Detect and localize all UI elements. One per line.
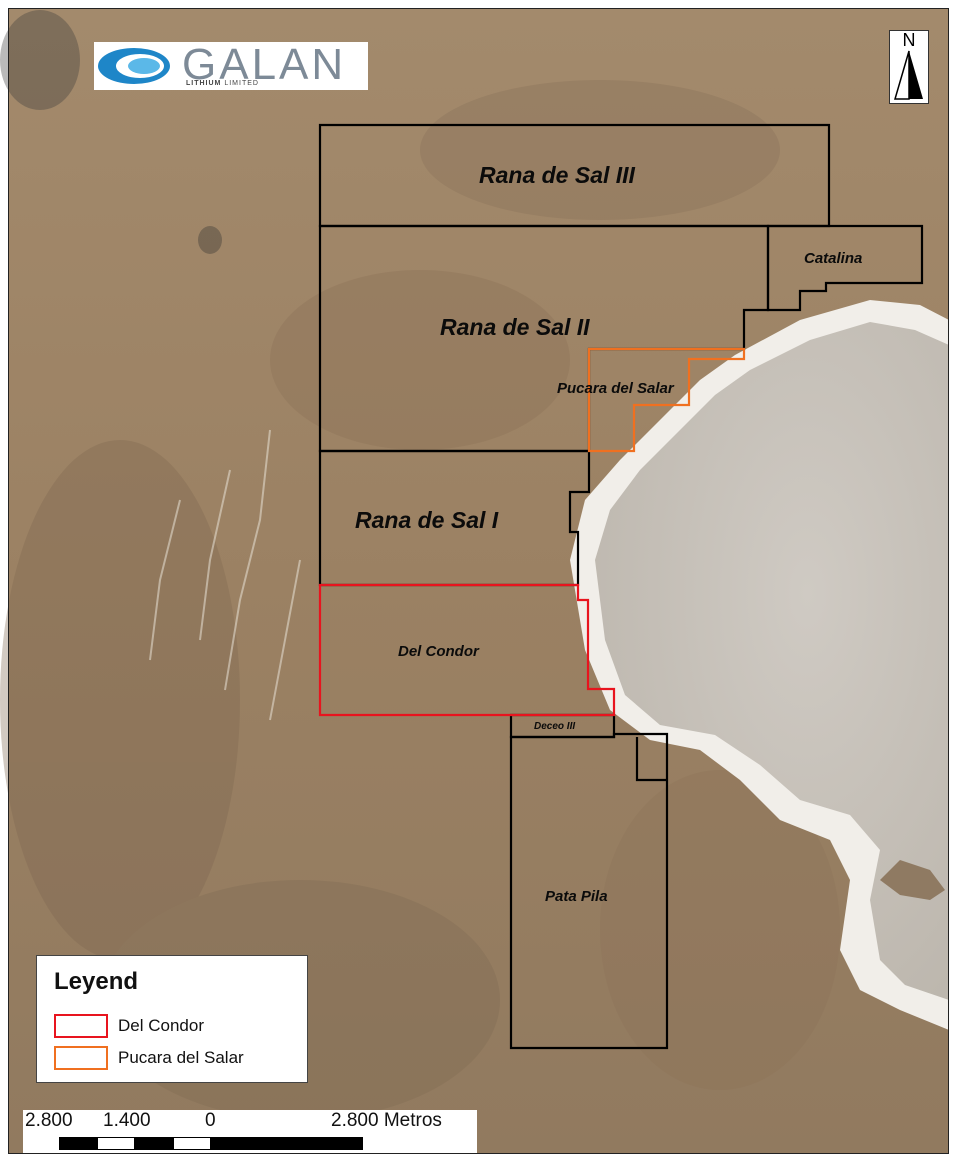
outline-catalina[interactable] <box>766 224 924 312</box>
salt-flat <box>595 322 949 1000</box>
outline-deceo-notch <box>635 737 667 782</box>
label-rana-de-sal-i: Rana de Sal I <box>355 507 499 533</box>
scale-segment <box>97 1137 135 1150</box>
label-del-condor: Del Condor <box>398 643 479 660</box>
scale-tick-label: 0 <box>205 1110 216 1131</box>
legend-title: Leyend <box>54 968 139 995</box>
legend-label: Del Condor <box>118 1016 204 1035</box>
north-arrow-icon <box>894 50 923 100</box>
terrain-ridges <box>149 429 301 721</box>
logo-subtitle: LITHIUM LIMITED <box>186 80 259 87</box>
terrain-shading <box>0 10 840 1120</box>
label-pata-pila: Pata Pila <box>545 888 608 905</box>
galan-swirl-icon <box>98 48 170 84</box>
legend-item-del-condor: Del Condor <box>54 1014 304 1040</box>
scale-segment <box>59 1137 97 1150</box>
scale-segment <box>211 1137 363 1150</box>
outline-pucara-del-salar[interactable] <box>587 347 746 453</box>
label-rana-de-sal-iii: Rana de Sal III <box>479 162 635 188</box>
label-deceo-iii: Deceo III <box>534 721 576 732</box>
peninsula <box>880 860 945 900</box>
scale-segment <box>173 1137 211 1150</box>
logo-wordmark: GALAN <box>182 40 347 89</box>
scale-segment <box>135 1137 173 1150</box>
galan-logo: GALAN LITHIUM LIMITED <box>94 40 368 90</box>
scale-tick-label: 2.800 <box>25 1110 73 1131</box>
legend: Leyend Del Condor Pucara del Salar <box>36 955 308 1083</box>
label-pucara-del-salar: Pucara del Salar <box>557 380 674 397</box>
label-catalina: Catalina <box>804 250 863 267</box>
scale-tick-label: 1.400 <box>103 1110 151 1131</box>
outline-pata-pila[interactable] <box>509 732 669 1050</box>
legend-label: Pucara del Salar <box>118 1048 244 1067</box>
scale-tick-label: 2.800 Metros <box>331 1110 442 1131</box>
legend-swatch-pucara-del-salar <box>54 1046 108 1070</box>
legend-item-pucara-del-salar: Pucara del Salar <box>54 1046 304 1072</box>
outline-del-condor[interactable] <box>318 583 616 717</box>
north-label: N <box>902 30 916 50</box>
label-rana-de-sal-ii: Rana de Sal II <box>440 314 590 340</box>
claim-outlines <box>318 123 924 1050</box>
scale-bar: 2.800 1.400 0 2.800 Metros <box>23 1110 477 1154</box>
legend-swatch-del-condor <box>54 1014 108 1038</box>
north-arrow: N <box>889 30 929 104</box>
